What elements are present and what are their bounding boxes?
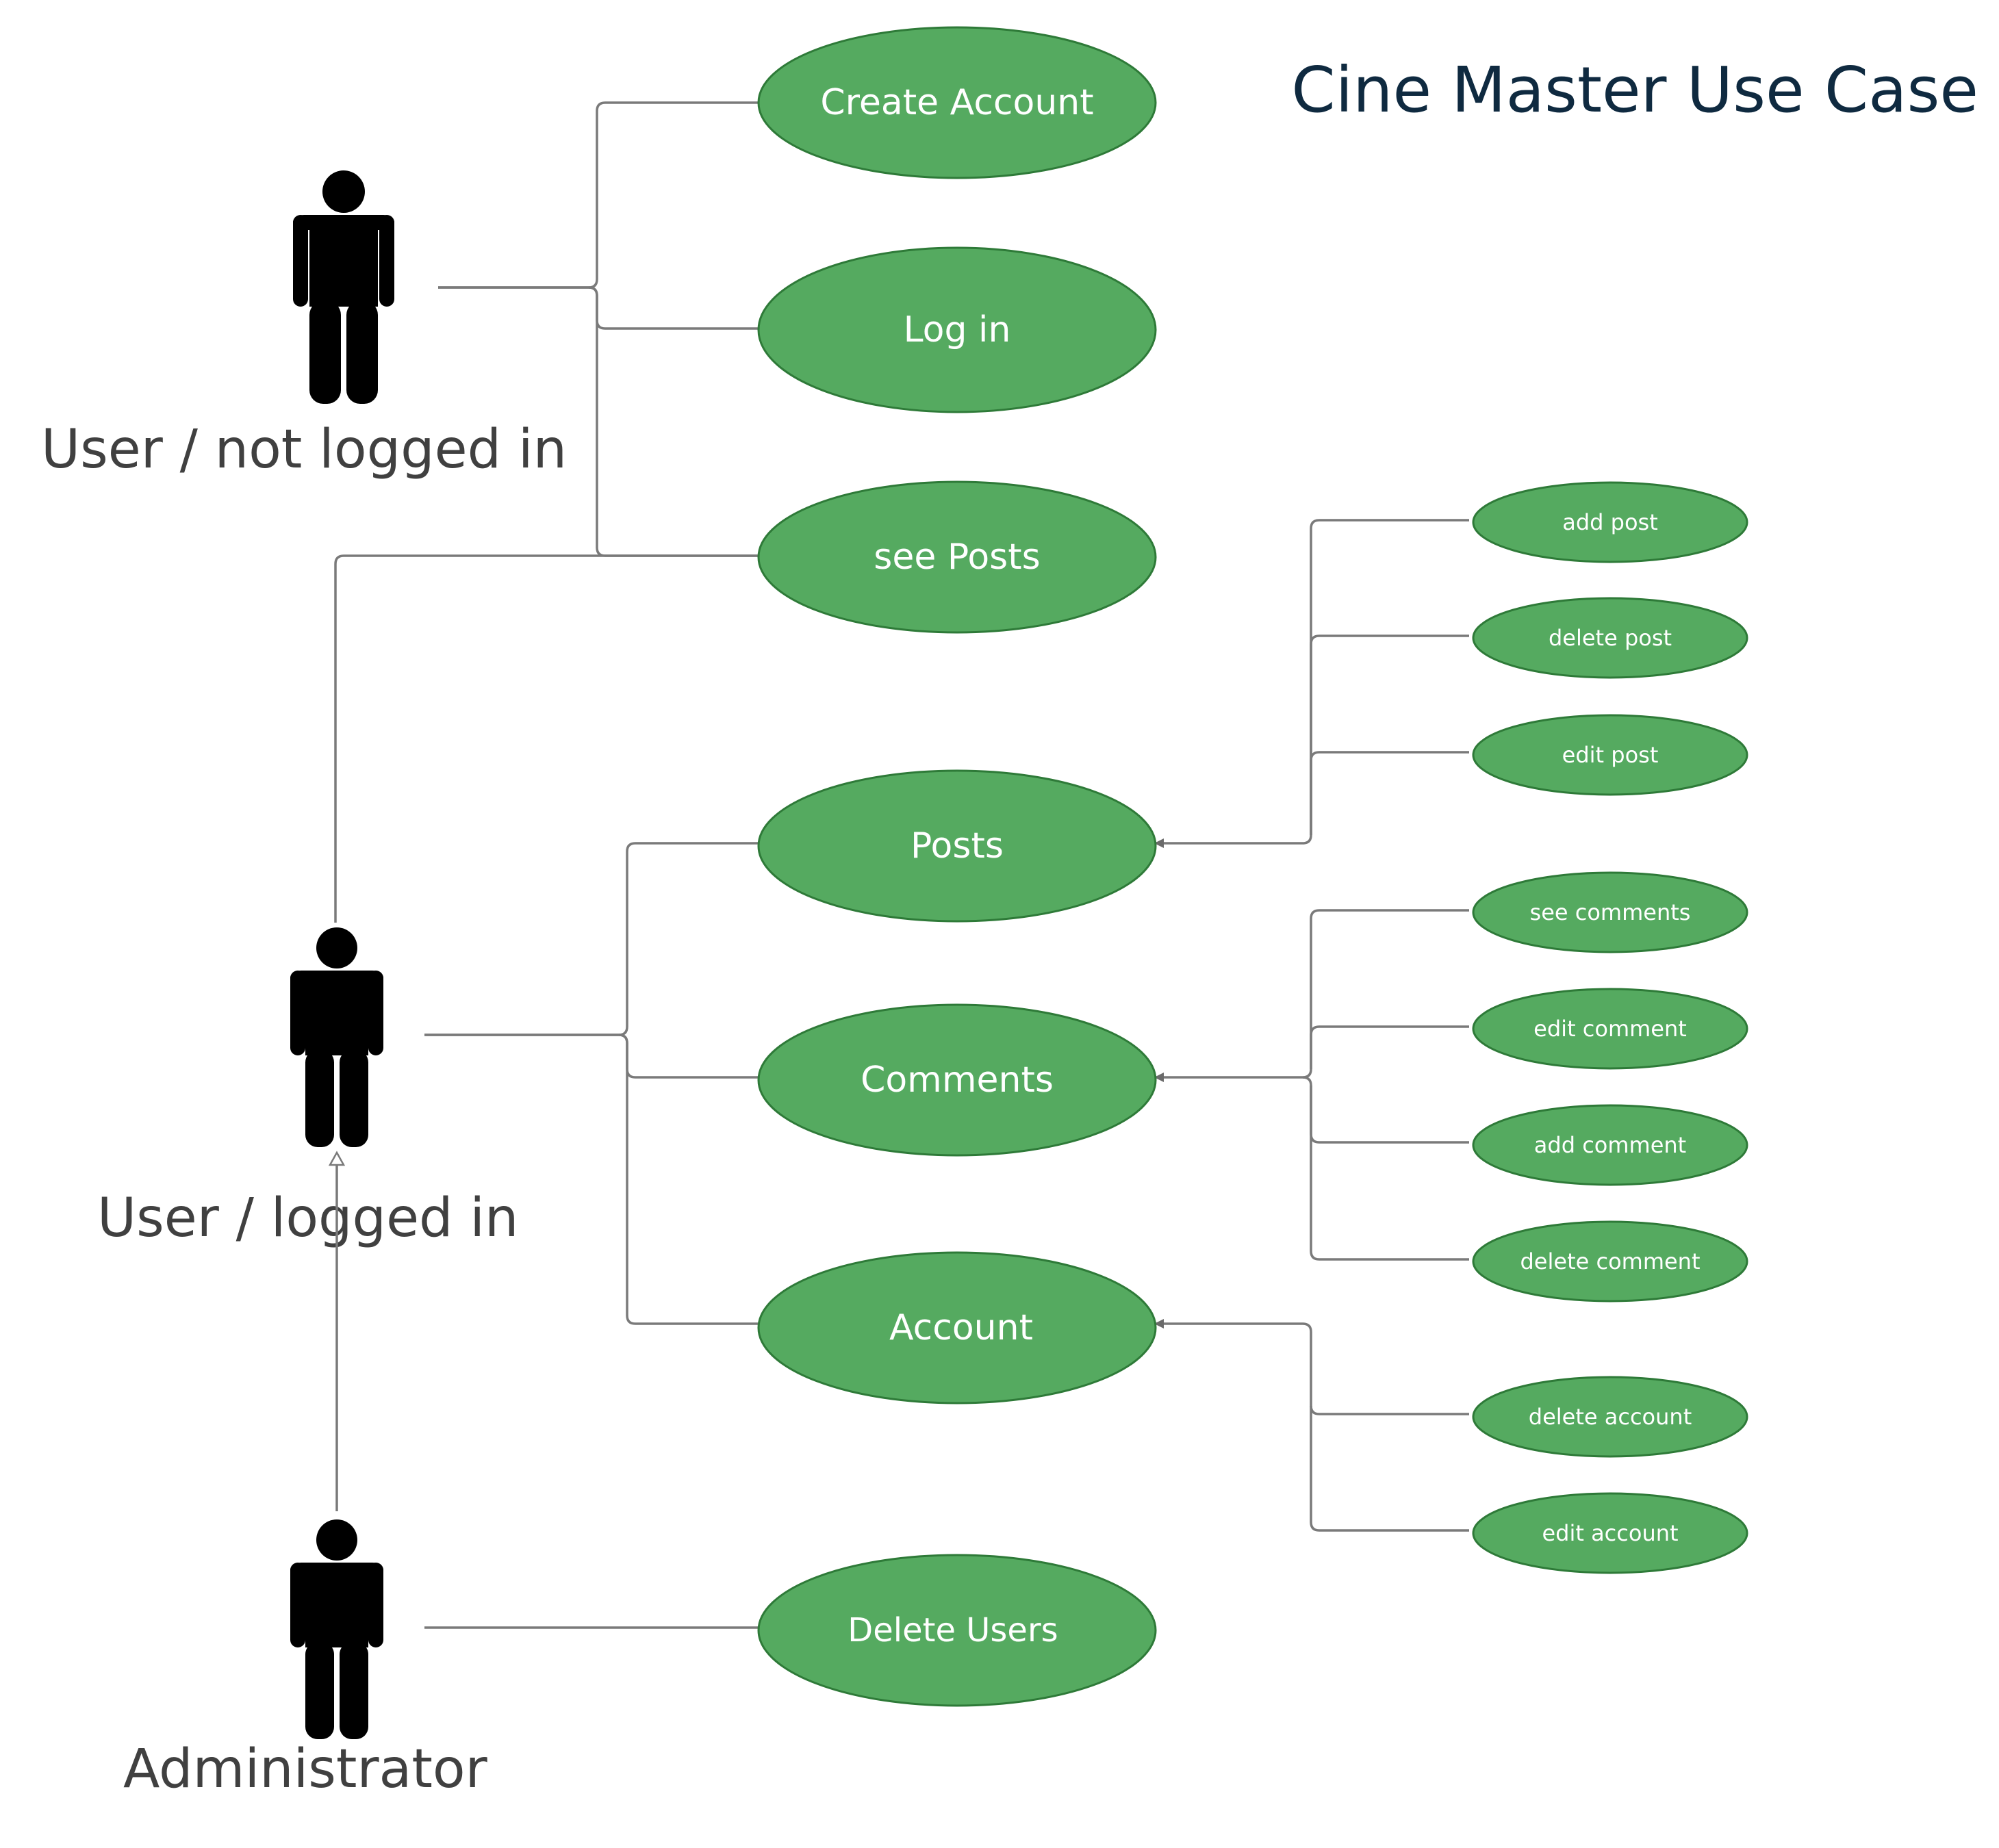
connector-guest-create-account: [438, 101, 759, 289]
use-case-label: delete comment: [1520, 1248, 1700, 1274]
use-case-delete-users[interactable]: Delete Users: [757, 1554, 1157, 1707]
use-case-posts[interactable]: Posts: [757, 769, 1157, 923]
connector-user-see-posts: [334, 554, 759, 923]
use-case-label: Log in: [904, 309, 1011, 350]
use-case-delete-post[interactable]: delete post: [1472, 597, 1748, 679]
actor-admin-icon: [290, 1519, 383, 1739]
use-case-label: Comments: [861, 1060, 1054, 1101]
connectors-guest: [438, 101, 759, 557]
use-case-label: see comments: [1530, 899, 1691, 925]
connector-guest-log-in: [438, 286, 759, 330]
use-case-label: edit comment: [1533, 1016, 1687, 1042]
extensions-posts: [1154, 519, 1469, 848]
use-case-see-posts[interactable]: see Posts: [757, 480, 1157, 634]
use-case-delete-comment[interactable]: delete comment: [1472, 1220, 1748, 1302]
actor-guest-icon: [293, 170, 394, 404]
use-case-label: edit post: [1562, 742, 1659, 768]
use-case-label: delete account: [1529, 1404, 1692, 1430]
use-case-label: add post: [1562, 509, 1658, 535]
connector-user-account: [618, 1034, 759, 1325]
actor-user-icon: [290, 927, 383, 1147]
actor-label-admin: Administrator: [123, 1738, 487, 1800]
connector-user-comments: [424, 1034, 759, 1079]
diagram-title: Cine Master Use Case: [1291, 53, 1978, 127]
use-case-label: Delete Users: [848, 1611, 1058, 1650]
use-case-label: delete post: [1549, 625, 1672, 651]
extensions-account: [1154, 1319, 1469, 1532]
connector-user-posts: [424, 842, 759, 1036]
use-case-label: Account: [889, 1307, 1033, 1348]
use-case-add-post[interactable]: add post: [1472, 481, 1748, 563]
actor-label-guest: User / not logged in: [41, 419, 568, 480]
connectors-user: [424, 842, 759, 1325]
use-case-comments[interactable]: Comments: [757, 1003, 1157, 1157]
use-case-create-account[interactable]: Create Account: [757, 26, 1157, 179]
use-case-label: Posts: [911, 825, 1004, 867]
use-case-edit-post[interactable]: edit post: [1472, 714, 1748, 796]
use-case-log-in[interactable]: Log in: [757, 246, 1157, 413]
actor-label-user: User / logged in: [97, 1188, 519, 1249]
use-case-see-comments[interactable]: see comments: [1472, 871, 1748, 953]
use-case-label: Create Account: [820, 82, 1093, 123]
use-case-edit-account[interactable]: edit account: [1472, 1492, 1748, 1574]
extensions-comments: [1154, 909, 1469, 1261]
use-case-label: see Posts: [874, 537, 1041, 578]
use-case-edit-comment[interactable]: edit comment: [1472, 988, 1748, 1070]
use-case-add-comment[interactable]: add comment: [1472, 1104, 1748, 1186]
use-case-delete-account[interactable]: delete account: [1472, 1376, 1748, 1458]
generalization-admin-user: [328, 1151, 346, 1511]
use-case-account[interactable]: Account: [757, 1251, 1157, 1404]
use-case-label: edit account: [1542, 1520, 1678, 1546]
use-case-label: add comment: [1534, 1132, 1686, 1158]
